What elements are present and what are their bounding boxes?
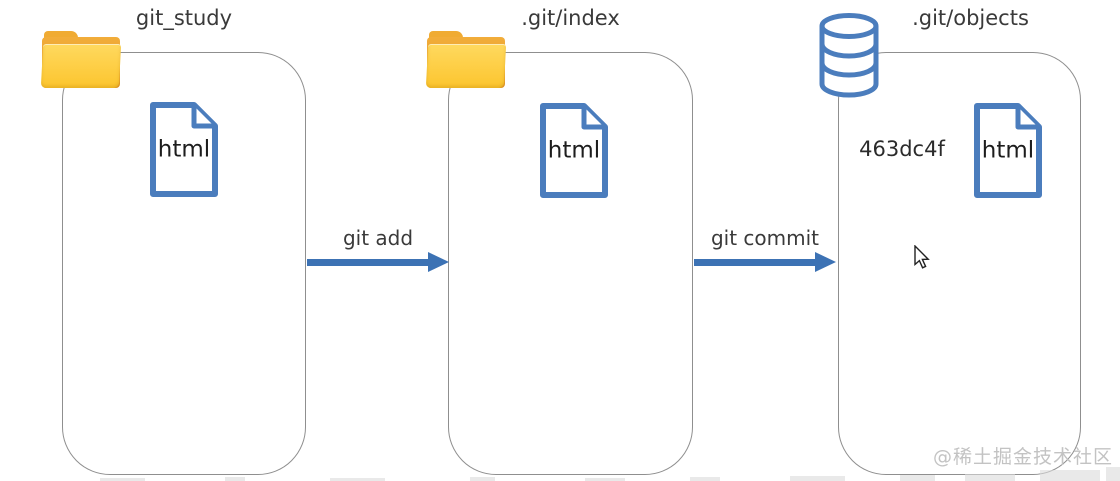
- database-icon: [817, 13, 881, 99]
- arrow-git-commit: [694, 252, 836, 272]
- arrow-label-git-commit: git commit: [710, 226, 820, 250]
- object-hash: 463dc4f: [859, 137, 945, 161]
- arrow-head: [815, 252, 836, 272]
- container-git-objects: [838, 52, 1081, 475]
- document-icon: html: [537, 101, 611, 200]
- document-label: html: [157, 135, 211, 162]
- cropped-artifact: [585, 478, 625, 481]
- cropped-artifact: [100, 478, 145, 481]
- document-label: html: [547, 136, 601, 163]
- document-icon: html: [971, 101, 1045, 200]
- arrow-shaft: [307, 259, 431, 266]
- folder-icon: [40, 31, 122, 88]
- container-title-git-index: .git/index: [521, 6, 620, 30]
- cropped-artifact: [470, 477, 495, 481]
- cropped-artifact: [900, 475, 935, 481]
- mouse-cursor-icon: [913, 244, 931, 271]
- cropped-artifact: [330, 478, 385, 481]
- folder-front: [40, 44, 122, 88]
- cropped-artifact: [790, 476, 845, 481]
- arrow-label-git-add: git add: [342, 226, 414, 250]
- folder-front: [425, 44, 507, 88]
- arrow-git-add: [307, 252, 449, 272]
- container-title-working-directory: git_study: [135, 6, 233, 30]
- folder-icon: [425, 31, 507, 88]
- container-title-git-objects: .git/objects: [912, 6, 1029, 30]
- cropped-artifact: [225, 477, 245, 481]
- watermark: @稀土掘金技术社区: [932, 446, 1113, 468]
- arrow-head: [428, 252, 449, 272]
- document-icon: html: [147, 100, 221, 199]
- arrow-shaft: [694, 259, 818, 266]
- cropped-artifact: [690, 477, 720, 481]
- cropped-artifact: [1040, 470, 1100, 481]
- cropped-artifact: [965, 474, 1015, 481]
- cropped-artifact: [1106, 467, 1120, 481]
- document-label: html: [981, 136, 1035, 163]
